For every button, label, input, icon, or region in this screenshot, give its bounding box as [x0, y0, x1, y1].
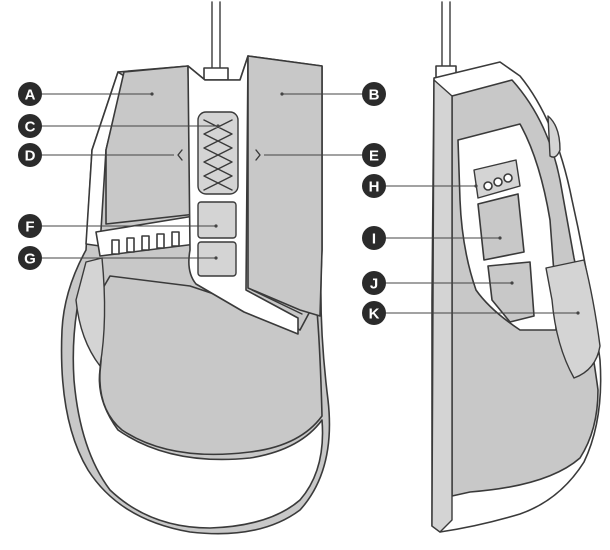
anchor-j — [510, 281, 514, 285]
callout-j-circle — [362, 271, 386, 295]
side-led-1 — [483, 181, 493, 191]
anchor-c — [216, 124, 220, 128]
right-button-edge — [251, 289, 303, 315]
mouse-top-view — [60, 1, 331, 535]
scroll-wheel — [197, 111, 239, 195]
dpi-led-2 — [126, 237, 135, 253]
dpi-led-5 — [171, 231, 180, 247]
callout-d-circle — [18, 143, 42, 167]
callout-g-circle — [18, 246, 42, 270]
left-side-grip-top — [75, 257, 106, 367]
dpi-led-3 — [141, 235, 150, 251]
callout-k-circle — [362, 301, 386, 325]
cable-side — [441, 1, 451, 69]
callout-a-label: A — [25, 87, 36, 104]
callout-c-circle — [18, 114, 42, 138]
callout-c-label: C — [25, 119, 36, 136]
dpi-led-4 — [156, 233, 165, 249]
callout-k: K — [362, 301, 386, 325]
cable-top — [211, 1, 221, 73]
callout-e: E — [362, 143, 386, 167]
anchor-k — [576, 311, 580, 315]
side-scroll-wheel — [547, 115, 561, 158]
anchor-g — [214, 256, 218, 260]
callout-b: B — [362, 82, 386, 106]
tilt-left-mark — [177, 149, 183, 161]
callout-a-circle — [18, 82, 42, 106]
callout-f-label: F — [25, 219, 34, 236]
callout-f: F — [18, 214, 42, 238]
callout-i: I — [362, 226, 386, 250]
side-led-3 — [503, 173, 513, 183]
callouts: A B C D E F — [18, 82, 580, 325]
anchor-f — [214, 224, 218, 228]
callout-g: G — [18, 246, 42, 270]
callout-d-label: D — [25, 148, 36, 165]
side-back-button — [487, 261, 535, 323]
callout-d: D — [18, 143, 42, 167]
callout-j-label: J — [370, 276, 378, 293]
callout-b-circle — [362, 82, 386, 106]
callout-b-label: B — [369, 87, 380, 104]
side-rubber-grip — [545, 259, 601, 379]
callout-i-label: I — [372, 231, 376, 248]
callout-c: C — [18, 114, 42, 138]
tilt-right-mark — [255, 149, 261, 161]
callout-e-label: E — [369, 148, 379, 165]
side-led-2 — [493, 177, 503, 187]
anchor-h — [474, 184, 478, 188]
side-forward-button — [477, 193, 525, 261]
callout-f-circle — [18, 214, 42, 238]
cable-strain-relief-top — [203, 67, 229, 81]
mouse-side-view — [431, 1, 602, 533]
callout-g-label: G — [24, 251, 36, 268]
callout-h-circle — [362, 174, 386, 198]
callout-k-label: K — [369, 306, 380, 323]
callout-j: J — [362, 271, 386, 295]
scroll-wheel-tread — [203, 119, 233, 191]
dpi-led-1 — [111, 239, 120, 255]
callout-h: H — [362, 174, 386, 198]
anchor-b — [280, 92, 284, 96]
anchor-i — [498, 236, 502, 240]
callout-i-circle — [362, 226, 386, 250]
dpi-up-button — [197, 201, 237, 239]
callout-a: A — [18, 82, 42, 106]
left-mouse-button — [105, 65, 197, 225]
right-mouse-button — [247, 55, 323, 317]
callout-h-label: H — [369, 179, 380, 196]
callout-e-circle — [362, 143, 386, 167]
anchor-a — [150, 92, 154, 96]
side-front-edge — [431, 79, 453, 533]
